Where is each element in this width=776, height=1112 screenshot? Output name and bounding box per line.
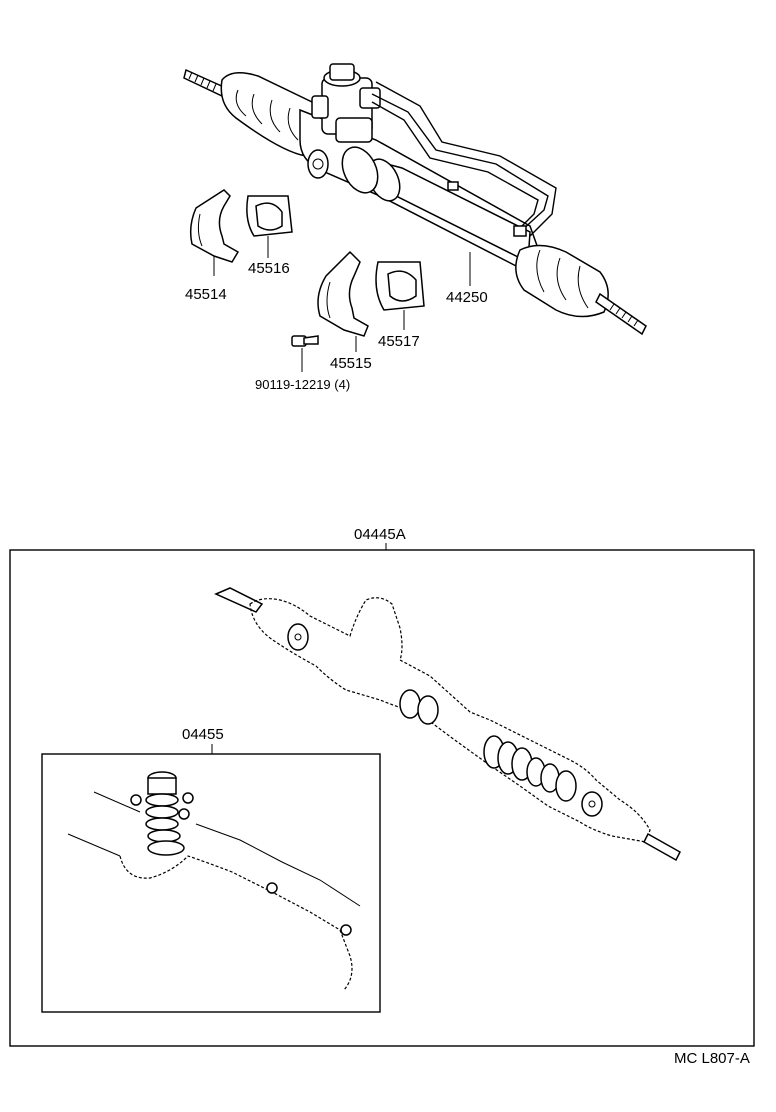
label-45517: 45517 — [378, 333, 420, 350]
kit-box-04445A — [9, 549, 755, 1047]
housing-outline-dashed — [214, 587, 681, 862]
steering-gear-assembly — [183, 63, 647, 336]
label-45516: 45516 — [248, 260, 290, 277]
valve-seal-parts-04455 — [67, 771, 361, 991]
bolt-90119 — [291, 335, 319, 372]
label-bolt: 90119-12219 (4) — [255, 377, 350, 392]
label-04445A: 04445A — [354, 526, 406, 543]
label-45515: 45515 — [330, 355, 372, 372]
label-44250: 44250 — [446, 289, 488, 306]
grommet-45517 — [375, 261, 425, 330]
right-boot — [515, 244, 609, 318]
left-tie-rod-end — [183, 68, 228, 97]
hydraulic-lines — [371, 81, 557, 237]
drawing-code: MC L807-A — [674, 1050, 750, 1067]
label-45514: 45514 — [185, 286, 227, 303]
mounting-bracket-45515 — [317, 250, 369, 352]
grommet-45516 — [246, 195, 293, 258]
kit-box-04455 — [41, 753, 381, 1013]
mounting-bracket-45514 — [189, 189, 240, 276]
kit-seals-04445A — [287, 623, 603, 817]
right-tie-rod-end — [595, 292, 647, 336]
label-04455: 04455 — [182, 726, 224, 743]
control-valve-body — [311, 63, 381, 143]
